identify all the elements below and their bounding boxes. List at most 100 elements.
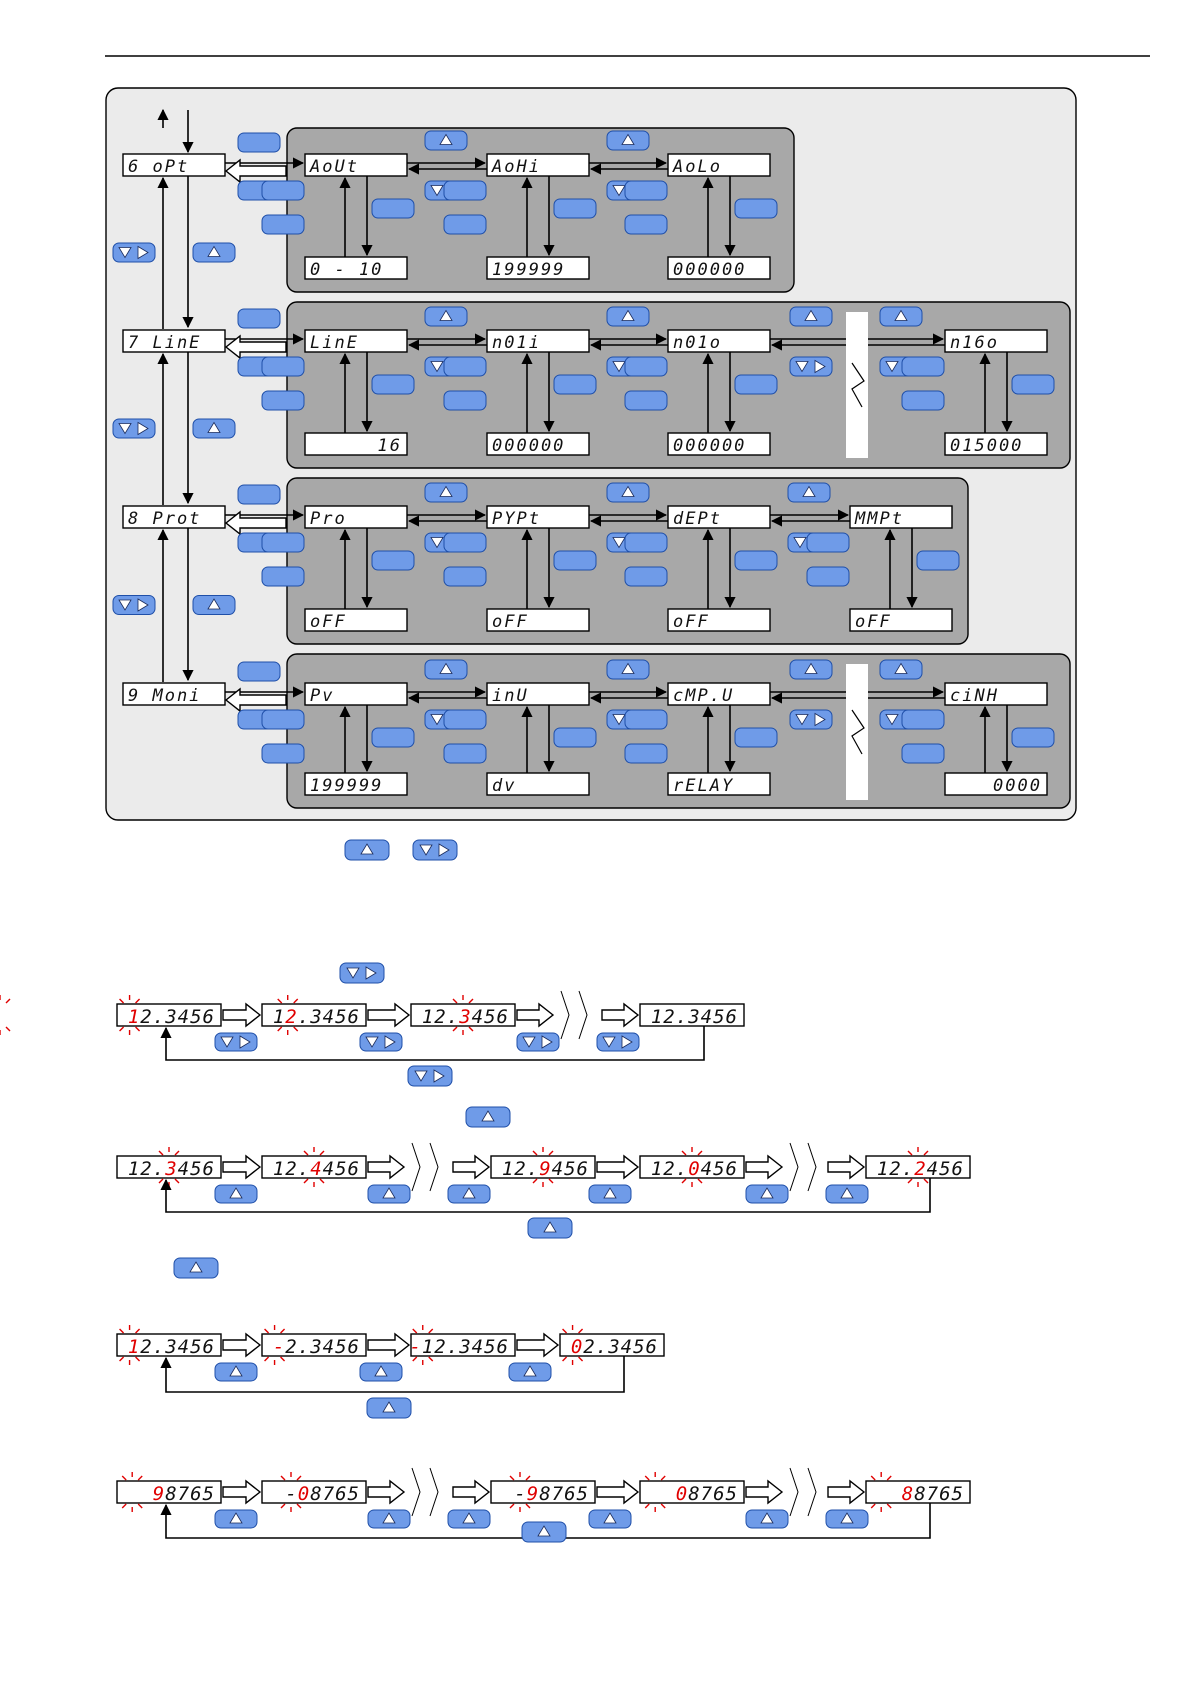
blank-key[interactable]	[371, 374, 415, 395]
down-right-triangle-key[interactable]	[516, 1032, 560, 1052]
blank-key[interactable]	[261, 390, 305, 411]
down-right-triangle-key[interactable]	[214, 1032, 258, 1052]
up-triangle-key[interactable]	[606, 306, 650, 327]
up-triangle-key[interactable]	[192, 242, 236, 263]
blank-key[interactable]	[624, 390, 668, 411]
up-triangle-key[interactable]	[465, 1106, 511, 1128]
up-triangle-key[interactable]	[588, 1509, 632, 1529]
up-triangle-key[interactable]	[192, 418, 236, 439]
down-right-triangle-key[interactable]	[359, 1032, 403, 1052]
blank-key[interactable]	[371, 550, 415, 571]
blank-key[interactable]	[624, 180, 668, 201]
blank-key[interactable]	[553, 198, 597, 219]
up-triangle-key[interactable]	[745, 1184, 789, 1204]
blank-key[interactable]	[901, 709, 945, 730]
blank-key[interactable]	[443, 709, 487, 730]
blank-key[interactable]	[734, 374, 778, 395]
up-triangle-key[interactable]	[367, 1184, 411, 1204]
up-triangle-key[interactable]	[359, 1362, 403, 1382]
blank-key[interactable]	[624, 356, 668, 377]
up-triangle-key[interactable]	[344, 839, 390, 861]
blank-key[interactable]	[734, 198, 778, 219]
up-triangle-key[interactable]	[789, 306, 833, 327]
up-triangle-key[interactable]	[424, 482, 468, 503]
blank-key[interactable]	[443, 356, 487, 377]
up-triangle-key[interactable]	[606, 659, 650, 680]
up-triangle-key[interactable]	[527, 1217, 573, 1239]
blank-key[interactable]	[443, 532, 487, 553]
up-triangle-key[interactable]	[192, 595, 236, 615]
down-right-triangle-key[interactable]	[112, 242, 156, 263]
up-triangle-key[interactable]	[879, 306, 923, 327]
blank-key[interactable]	[901, 743, 945, 764]
digit-text: 98765	[153, 1483, 215, 1505]
down-right-triangle-key[interactable]	[112, 595, 156, 615]
blank-key[interactable]	[237, 484, 281, 505]
down-right-triangle-key[interactable]	[789, 709, 833, 730]
blank-key[interactable]	[261, 532, 305, 553]
blank-key[interactable]	[261, 743, 305, 764]
blank-key[interactable]	[443, 214, 487, 235]
blank-key[interactable]	[901, 390, 945, 411]
up-triangle-key[interactable]	[214, 1362, 258, 1382]
blank-key[interactable]	[443, 743, 487, 764]
blank-key[interactable]	[237, 132, 281, 153]
up-triangle-key[interactable]	[787, 482, 831, 503]
blank-key[interactable]	[624, 709, 668, 730]
digit-text: -08765	[285, 1483, 360, 1505]
up-triangle-key[interactable]	[745, 1509, 789, 1529]
down-right-triangle-key[interactable]	[112, 418, 156, 439]
up-triangle-key[interactable]	[366, 1397, 412, 1419]
up-triangle-key[interactable]	[606, 130, 650, 151]
blank-key[interactable]	[261, 180, 305, 201]
down-right-triangle-key[interactable]	[596, 1032, 640, 1052]
blank-key[interactable]	[624, 532, 668, 553]
up-triangle-key[interactable]	[825, 1509, 869, 1529]
blank-key[interactable]	[734, 727, 778, 748]
blank-key[interactable]	[261, 566, 305, 587]
blank-key[interactable]	[1011, 727, 1055, 748]
blank-key[interactable]	[553, 727, 597, 748]
down-right-triangle-key[interactable]	[789, 356, 833, 377]
blank-key[interactable]	[261, 214, 305, 235]
blank-key[interactable]	[237, 308, 281, 329]
up-triangle-key[interactable]	[214, 1184, 258, 1204]
blank-key[interactable]	[553, 374, 597, 395]
up-triangle-key[interactable]	[173, 1257, 219, 1279]
blank-key[interactable]	[806, 566, 850, 587]
blank-key[interactable]	[371, 198, 415, 219]
blank-key[interactable]	[624, 743, 668, 764]
blank-key[interactable]	[624, 566, 668, 587]
down-right-triangle-key[interactable]	[339, 962, 385, 984]
up-triangle-key[interactable]	[508, 1362, 552, 1382]
blank-key[interactable]	[371, 727, 415, 748]
up-triangle-key[interactable]	[424, 659, 468, 680]
blank-key[interactable]	[261, 709, 305, 730]
blank-key[interactable]	[734, 550, 778, 571]
blank-key[interactable]	[237, 661, 281, 682]
blank-key[interactable]	[624, 214, 668, 235]
blank-key[interactable]	[553, 550, 597, 571]
up-triangle-key[interactable]	[789, 659, 833, 680]
up-triangle-key[interactable]	[424, 306, 468, 327]
up-triangle-key[interactable]	[447, 1509, 491, 1529]
blank-key[interactable]	[261, 356, 305, 377]
blank-key[interactable]	[806, 532, 850, 553]
up-triangle-key[interactable]	[424, 130, 468, 151]
blank-key[interactable]	[916, 550, 960, 571]
up-triangle-key[interactable]	[521, 1521, 567, 1543]
up-triangle-key[interactable]	[879, 659, 923, 680]
up-triangle-key[interactable]	[214, 1509, 258, 1529]
down-right-triangle-key[interactable]	[412, 839, 458, 861]
blank-key[interactable]	[443, 390, 487, 411]
up-triangle-key[interactable]	[447, 1184, 491, 1204]
blank-key[interactable]	[443, 180, 487, 201]
up-triangle-key[interactable]	[367, 1509, 411, 1529]
up-triangle-key[interactable]	[606, 482, 650, 503]
down-right-triangle-key[interactable]	[407, 1065, 453, 1087]
blank-key[interactable]	[1011, 374, 1055, 395]
blank-key[interactable]	[443, 566, 487, 587]
up-triangle-key[interactable]	[588, 1184, 632, 1204]
blank-key[interactable]	[901, 356, 945, 377]
up-triangle-key[interactable]	[825, 1184, 869, 1204]
